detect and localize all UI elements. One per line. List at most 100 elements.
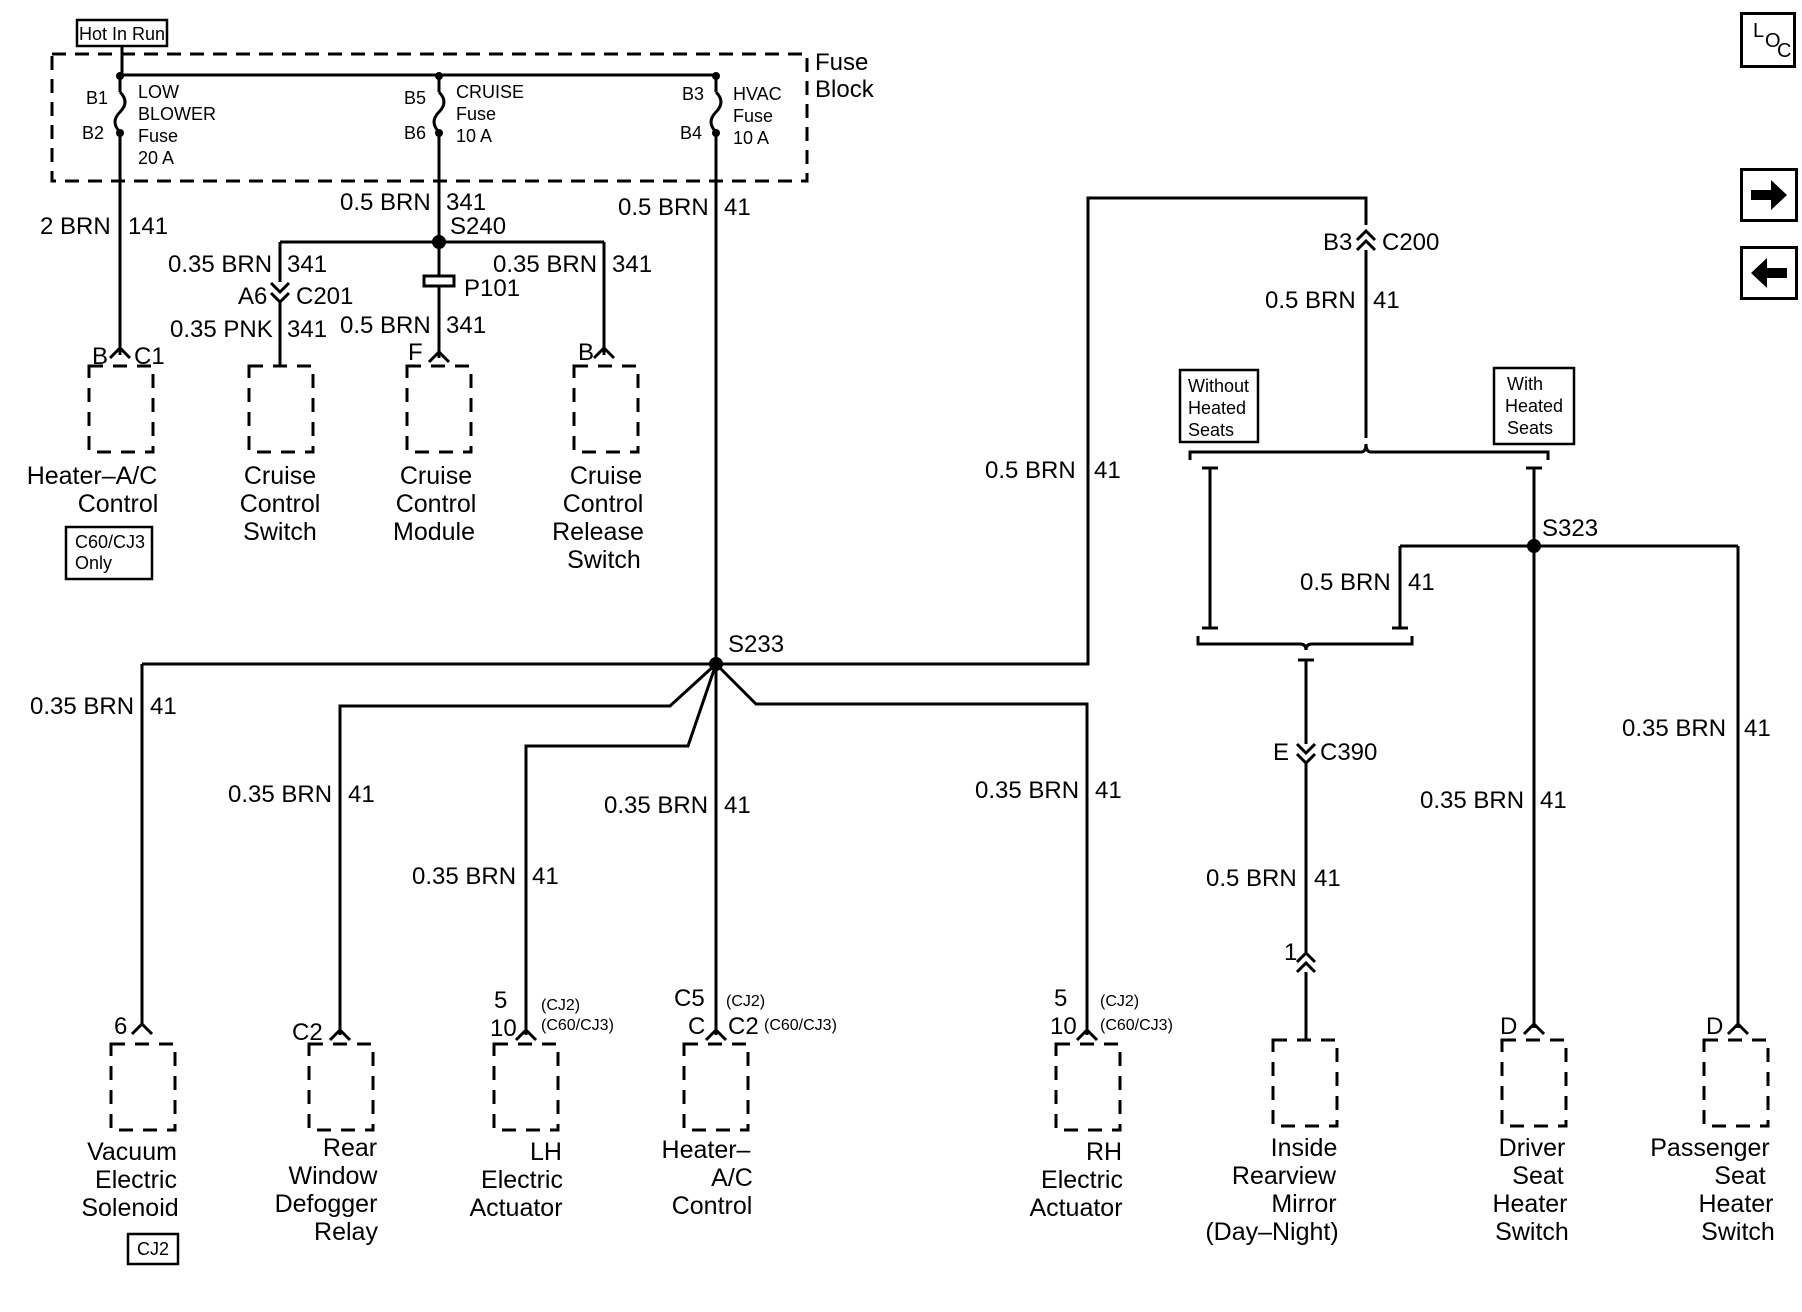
svg-text:B1: B1: [86, 88, 108, 108]
wire-41-vacuum-circuit: 41: [150, 693, 177, 720]
arrow-right-icon: [1751, 180, 1787, 210]
rh-electric-actuator: 5 (CJ2) 10 (C60/CJ3) RH Electric Actuato…: [1029, 985, 1172, 1222]
c390-name: C390: [1320, 739, 1377, 766]
svg-text:B5: B5: [404, 88, 426, 108]
svg-text:20 A: 20 A: [138, 148, 174, 168]
next-page-button[interactable]: [1740, 168, 1798, 222]
wire-41-fuse-circuit: 41: [724, 194, 751, 221]
svg-text:10 A: 10 A: [456, 126, 492, 146]
wire-341-switch-circuit: 341: [287, 251, 327, 278]
svg-text:Control: Control: [396, 490, 477, 518]
svg-text:Without: Without: [1188, 376, 1249, 396]
driver-seat-heater-switch: D Driver Seat Heater Switch: [1492, 1013, 1568, 1246]
previous-page-button[interactable]: [1740, 246, 1798, 300]
wire-41-hvac-circuit: 41: [724, 792, 751, 819]
c201-pin: A6: [238, 283, 267, 310]
svg-text:10: 10: [490, 1015, 517, 1042]
svg-text:Switch: Switch: [1495, 1218, 1569, 1246]
svg-text:Control: Control: [240, 490, 321, 518]
svg-text:Actuator: Actuator: [1029, 1194, 1122, 1222]
svg-text:(CJ2): (CJ2): [1100, 993, 1139, 1010]
svg-text:Cruise: Cruise: [244, 462, 316, 490]
wire-41-pass-circuit: 41: [1744, 715, 1771, 742]
svg-text:Electric: Electric: [95, 1166, 177, 1194]
svg-text:Electric: Electric: [481, 1166, 563, 1194]
loc-c: C: [1777, 40, 1792, 62]
svg-text:Seat: Seat: [1512, 1162, 1563, 1190]
svg-text:Seats: Seats: [1188, 420, 1234, 440]
option-brace-top: [1188, 443, 1550, 460]
svg-text:C60/CJ3: C60/CJ3: [75, 532, 145, 552]
svg-text:(C60/CJ3): (C60/CJ3): [541, 1017, 614, 1034]
c60-only-badge: [64, 525, 154, 581]
c390-pin: E: [1273, 739, 1289, 766]
option-with-heated-seats: With Heated Seats: [1492, 366, 1576, 446]
svg-text:Control: Control: [672, 1192, 753, 1220]
svg-text:B: B: [578, 339, 594, 366]
connector-c390: [1295, 742, 1317, 766]
svg-text:6: 6: [114, 1013, 127, 1040]
svg-text:5: 5: [494, 987, 507, 1014]
connector-c200: [1355, 228, 1377, 252]
wire-41-pass-size: 0.35 BRN: [1622, 715, 1726, 742]
svg-text:Defogger: Defogger: [275, 1190, 378, 1218]
svg-text:Cruise: Cruise: [570, 462, 642, 490]
svg-text:D: D: [1500, 1013, 1517, 1040]
svg-text:Vacuum: Vacuum: [87, 1138, 177, 1166]
cruise-control-switch: Cruise Control Switch: [240, 364, 321, 546]
svg-text:C: C: [688, 1013, 705, 1040]
wire-41-driver-circuit: 41: [1540, 787, 1567, 814]
svg-text:D: D: [1706, 1013, 1723, 1040]
svg-text:BLOWER: BLOWER: [138, 104, 216, 124]
svg-text:Driver: Driver: [1499, 1134, 1566, 1162]
loc-o: O: [1765, 30, 1781, 52]
location-button[interactable]: L O C: [1740, 12, 1796, 68]
svg-text:Module: Module: [393, 518, 475, 546]
svg-text:Fuse: Fuse: [138, 126, 178, 146]
splice-s233-label: S233: [728, 631, 784, 658]
wire-341-release-circuit: 341: [612, 251, 652, 278]
c200-name: C200: [1382, 229, 1439, 256]
svg-text:Only: Only: [75, 553, 112, 573]
svg-text:CJ2: CJ2: [137, 1239, 169, 1259]
low-blower-fuse: B1 B2 LOW BLOWER Fuse 20 A: [82, 72, 216, 168]
wire-41-mirror-size: 0.5 BRN: [1206, 865, 1297, 892]
splice-s323-label: S323: [1542, 515, 1598, 542]
wire-41-s323-circuit: 41: [1408, 569, 1435, 596]
wire-341-size: 0.5 BRN: [340, 189, 431, 216]
svg-text:Fuse: Fuse: [456, 104, 496, 124]
svg-text:B: B: [92, 343, 108, 370]
svg-text:Fuse: Fuse: [733, 106, 773, 126]
svg-text:With: With: [1507, 374, 1543, 394]
svg-text:B3: B3: [682, 84, 704, 104]
hot-in-run-label: Hot In Run: [75, 18, 169, 48]
svg-text:(C60/CJ3): (C60/CJ3): [764, 1017, 837, 1034]
svg-text:Inside: Inside: [1271, 1134, 1338, 1162]
wire-341-pnk-size: 0.35 PNK: [170, 316, 273, 343]
loc-l: L: [1753, 20, 1765, 42]
svg-text:Electric: Electric: [1041, 1166, 1123, 1194]
svg-text:Relay: Relay: [314, 1218, 378, 1246]
wire-41-vacuum-size: 0.35 BRN: [30, 693, 134, 720]
wire-41-hvac-size: 0.35 BRN: [604, 792, 708, 819]
wire-41-right-circuit: 41: [1094, 457, 1121, 484]
wire-41-defog-size: 0.35 BRN: [228, 781, 332, 808]
svg-text:Rearview: Rearview: [1232, 1162, 1337, 1190]
wire-41-rh-circuit: 41: [1095, 777, 1122, 804]
wire-41-c200-size: 0.5 BRN: [1265, 287, 1356, 314]
rear-window-defogger-relay: C2 Rear Window Defogger Relay: [275, 1019, 379, 1246]
svg-text:(CJ2): (CJ2): [726, 993, 765, 1010]
fuse-block-outline: [50, 52, 809, 183]
svg-text:Actuator: Actuator: [469, 1194, 562, 1222]
fuse-block-label-1: Fuse: [815, 49, 868, 76]
heater-ac-control-top: B C1 Heater–A/C Control C60/CJ3 Only: [27, 343, 165, 581]
svg-text:Switch: Switch: [567, 546, 641, 574]
wire-341-switch-size: 0.35 BRN: [168, 251, 272, 278]
cruise-release-switch: B Cruise Control Release Switch: [552, 339, 644, 574]
wire-141-size: 2 BRN: [40, 213, 111, 240]
svg-text:B2: B2: [82, 123, 104, 143]
svg-text:Heated: Heated: [1188, 398, 1246, 418]
svg-text:Cruise: Cruise: [400, 462, 472, 490]
